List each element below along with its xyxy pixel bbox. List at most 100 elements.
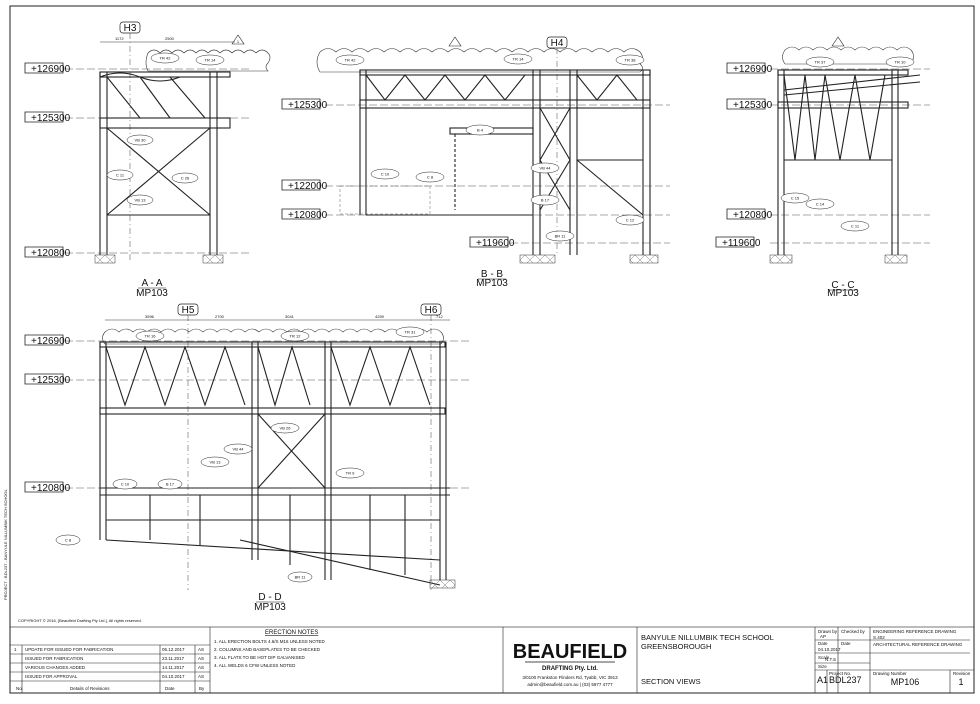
member-tag: TR 42 [345, 58, 357, 63]
level-label: +125300 [288, 100, 328, 111]
date-label: Date [818, 641, 828, 646]
member-tag: B 17 [541, 198, 550, 203]
member-tag: C 10 [121, 482, 130, 487]
member-tag: B 17 [166, 482, 175, 487]
member-tag: C 15 [791, 196, 800, 201]
size-label: Size [818, 664, 827, 669]
level-label: +120800 [733, 210, 773, 221]
level-label: +120800 [31, 483, 71, 494]
dwg-label: Drawing Number [873, 671, 907, 676]
sheet-border [9, 5, 975, 694]
section-ref: MP103 [136, 288, 168, 299]
arch-ref-label: ARCHITECTURAL REFERENCE DRAWING [873, 642, 963, 647]
rev-cell: VARIOUS CHANGES ADDED [25, 665, 86, 670]
grid-label-h3: H3 [124, 23, 137, 34]
member-tag: BR 11 [295, 575, 307, 580]
member-tag: VB 13 [210, 460, 222, 465]
project-location: GREENSBOROUGH [641, 642, 711, 651]
member-tag: TR 14 [205, 58, 217, 63]
eng-ref: S.402 [873, 635, 885, 640]
company-tagline: DRAFTING Pty. Ltd. [542, 666, 598, 672]
revision-label: Revision [953, 671, 971, 676]
level-label: +126900 [31, 336, 71, 347]
member-tag: VB 13 [135, 198, 147, 203]
company-logo: BEAUFIELD [513, 641, 627, 663]
grid-label-h6: H6 [425, 305, 438, 316]
eng-ref-label: ENGINEERING REFERENCE DRAWING [873, 629, 957, 634]
level-label: +126900 [733, 64, 773, 75]
member-tag: TR 10 [895, 60, 907, 65]
date: 04.10.2017 [818, 647, 841, 652]
drawn-by-label: Drawn by [818, 629, 838, 634]
side-project-text: PROJECT : BDL237 - BANYULE NILLUMBIK TEC… [3, 488, 8, 600]
member-tag: C 8 [65, 538, 72, 543]
member-tag: TR 42 [160, 56, 172, 61]
member-tag: VB 44 [540, 166, 552, 171]
rev-cell: 14.11.2017 [162, 665, 185, 670]
section-aa: H3 1172 2500 1 +126900 +125300 +120800 [24, 21, 271, 299]
revision-number: 1 [958, 677, 963, 687]
company-address: 3/0100 Frankston Flinders Rd, Tyabb, VIC… [522, 675, 618, 680]
member-tag: VB 30 [135, 138, 147, 143]
member-tag: TR 14 [513, 57, 525, 62]
dim-label: 2700 [215, 314, 225, 319]
rev-header-no: No. [16, 686, 23, 691]
dim-label: 4259 [375, 314, 385, 319]
section-title: B - B [481, 269, 504, 280]
level-label: +126900 [31, 64, 71, 75]
drawn-by: AP [820, 634, 826, 639]
rev-cell: 04.10.2017 [162, 674, 185, 679]
member-tag: C 26 [181, 176, 190, 181]
grid-label-h4: H4 [551, 38, 564, 49]
member-tag: BR 11 [555, 234, 567, 239]
erection-notes-title: ERECTION NOTES [265, 630, 318, 636]
rev-cell: ISSUED FOR APPROVAL [25, 674, 78, 679]
dim-label: 3041 [285, 314, 295, 319]
job-label: Project No. [829, 671, 851, 676]
revision-cloud [145, 49, 271, 72]
level-label: +120800 [288, 210, 328, 221]
member-tag: TR 38 [625, 58, 637, 63]
member-tag: VB 26 [280, 426, 292, 431]
erection-note: 1. ALL ERECTION BOLTS 4.6/S M16 UNLESS N… [214, 639, 326, 644]
rev-cell: AS [198, 665, 204, 670]
level-label: +125300 [733, 100, 773, 111]
section-dd: H5 H6 3596 2700 3041 4259 712 +126900 +1… [24, 303, 470, 613]
revision-marker: 1 [237, 39, 240, 44]
scale-label: Scale [818, 655, 830, 660]
member-tag: C 11 [851, 224, 860, 229]
erection-note: 4. ALL WELDS 6 CFW UNLESS NOTED [214, 663, 296, 668]
dim-label: 712 [436, 314, 443, 319]
member-tag: C 8 [427, 175, 434, 180]
revision-triangle [231, 34, 245, 45]
member-tag: TR 37 [815, 60, 827, 65]
drawing-number: MP106 [891, 677, 920, 687]
rev-cell: AS [198, 674, 204, 679]
level-label: +119600 [476, 238, 515, 249]
sheet-title: SECTION VIEWS [641, 677, 701, 686]
member-tag: TR 31 [405, 330, 417, 335]
rev-cell: 23.11.2017 [162, 656, 185, 661]
member-tag: VB 44 [233, 447, 245, 452]
job-number: BDL237 [829, 675, 862, 685]
section-title: A - A [141, 278, 162, 289]
rev-cell: AS [198, 656, 204, 661]
section-cc: +126900 +125300 +120800 +119600 TR 37 TR… [715, 36, 930, 299]
erection-note: 2. COLUMNS AND BASEPLATES TO BE CHECKED [214, 647, 321, 652]
level-label: +125300 [31, 113, 71, 124]
revision-cloud [782, 46, 914, 65]
member-tag: C 10 [381, 172, 390, 177]
erection-note: 3. ALL FLATS TO BE HOT DIP GALVANISED [214, 655, 306, 660]
project-name: BANYULE NILLUMBIK TECH SCHOOL [641, 633, 774, 642]
sheet-size: A1 [817, 675, 828, 685]
checked-by-label: Checked by [841, 629, 866, 634]
revision-triangle [831, 36, 845, 47]
rev-cell: UPDATE FOR ISSUED FOR FABRICATION [25, 647, 113, 652]
member-tag: C 11 [116, 173, 125, 178]
member-tag: B 4 [477, 128, 484, 133]
revision-cloud [316, 48, 643, 73]
member-tag: C 14 [816, 202, 825, 207]
member-tag: TR 16 [145, 334, 157, 339]
